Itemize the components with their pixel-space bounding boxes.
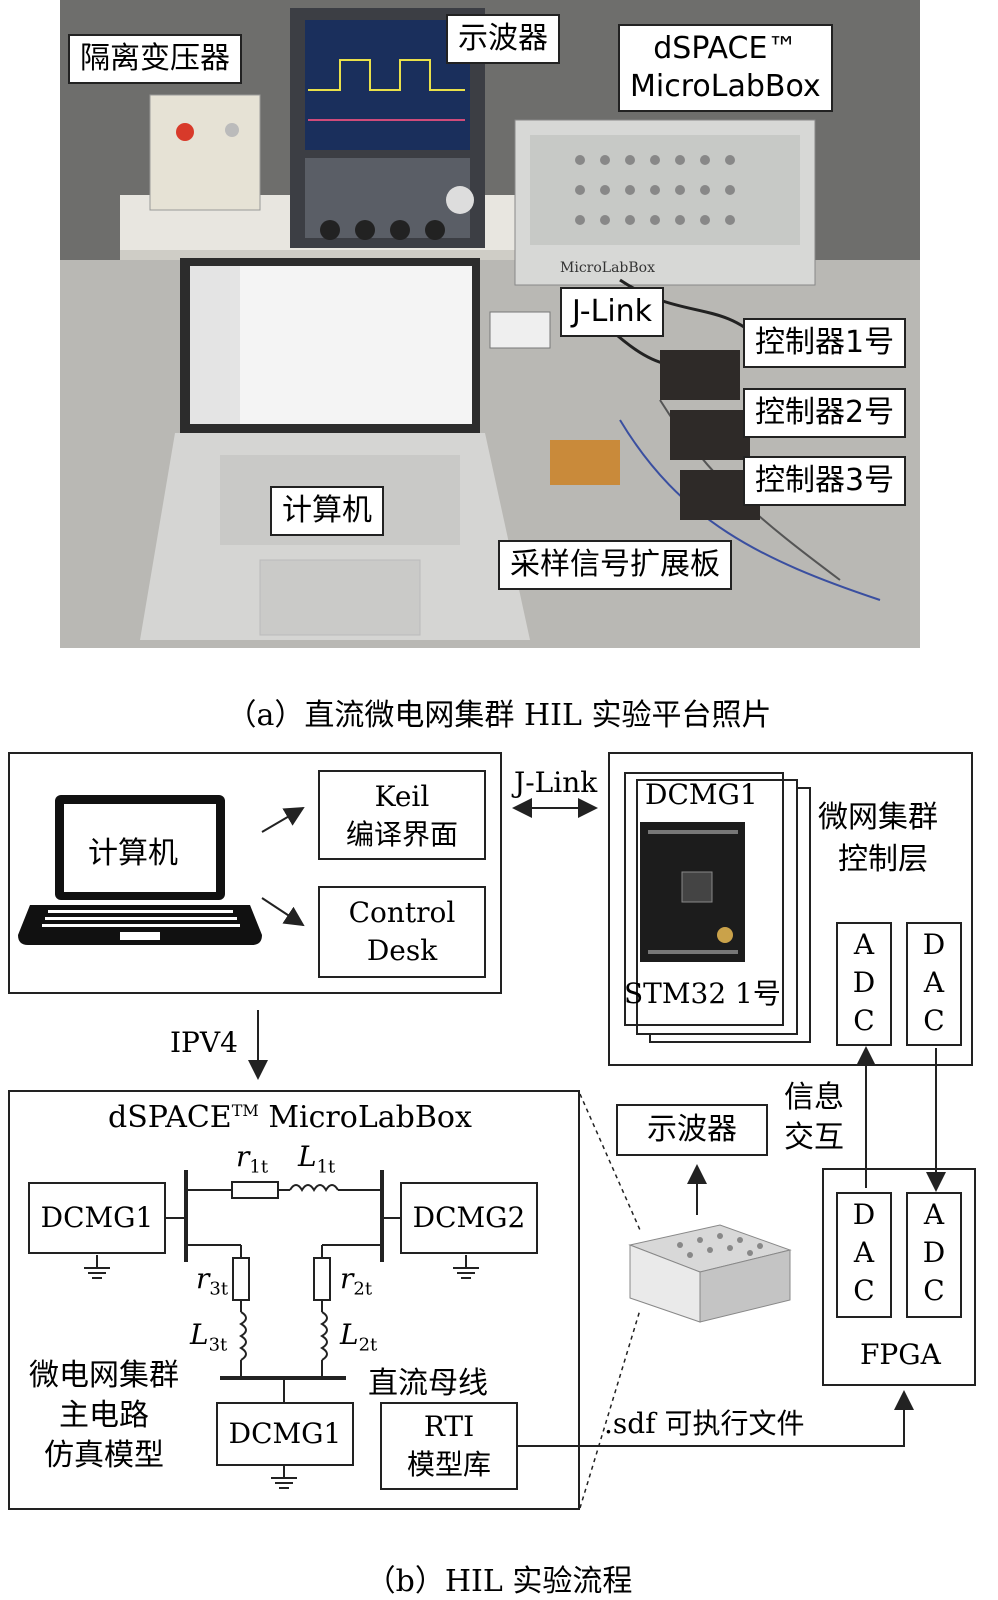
label-jlink: J-Link	[560, 287, 665, 337]
adc-bottom-a: A	[923, 1198, 945, 1231]
r2t-label: r2t	[340, 1262, 372, 1300]
l1t-sub: 1t	[316, 1156, 336, 1178]
r3t-symbol: r	[196, 1262, 210, 1295]
dspace-title-tm: TM	[231, 1101, 259, 1120]
oscilloscope-box: 示波器	[616, 1104, 768, 1156]
sampling-board-device	[550, 440, 620, 485]
sdf-label: .sdf 可执行文件	[604, 1407, 805, 1440]
microlabbox-icon	[628, 1224, 792, 1323]
dcmg1-bottom-box: DCMG1	[216, 1402, 354, 1466]
keil-line2: 编译界面	[345, 818, 458, 851]
control-desk-box: Control Desk	[318, 886, 486, 978]
r1t-sub: 1t	[249, 1156, 269, 1178]
r1t-symbol: r	[236, 1140, 250, 1173]
dspace-panel	[8, 1090, 580, 1510]
l1t-symbol: L	[298, 1140, 317, 1173]
dspace-title: dSPACETM MicroLabBox	[108, 1100, 472, 1135]
control-line1: Control	[348, 896, 456, 929]
dcmg1-left-box: DCMG1	[28, 1182, 166, 1254]
adc-bottom-c: C	[923, 1274, 945, 1307]
l1t-label: L1t	[298, 1140, 335, 1178]
r1t-label: r1t	[236, 1140, 268, 1178]
stm32-label: STM32 1号	[624, 977, 781, 1010]
l2t-label: L2t	[340, 1318, 377, 1356]
adc-top-c: C	[853, 1004, 875, 1037]
adc-bottom-d: D	[922, 1236, 946, 1269]
dc-bus-label: 直流母线	[368, 1366, 488, 1401]
controller-board-1	[660, 350, 740, 400]
label-sampling-board: 采样信号扩展板	[498, 540, 732, 590]
dac-top-c: C	[923, 1004, 945, 1037]
dac-top-a: A	[923, 966, 945, 999]
stm32-front-card	[624, 772, 784, 1026]
dcmg2-box: DCMG2	[400, 1182, 538, 1254]
main-circuit-line1: 微电网集群	[29, 1358, 179, 1393]
dcmg1-top-label: DCMG1	[645, 778, 758, 811]
main-circuit-line3: 仿真模型	[44, 1438, 164, 1473]
adc-bottom-box: A D C	[906, 1192, 962, 1318]
fpga-label: FPGA	[860, 1338, 941, 1371]
label-dspace: dSPACE™ MicroLabBox	[618, 24, 833, 112]
l3t-label: L3t	[190, 1318, 227, 1356]
dac-bottom-d: D	[852, 1198, 876, 1231]
transformer-device	[149, 94, 261, 211]
label-controller-3: 控制器3号	[743, 456, 907, 506]
jlink-label: J-Link	[514, 766, 598, 799]
r3t-label: r3t	[196, 1262, 228, 1300]
rti-box: RTI 模型库	[380, 1402, 518, 1490]
label-isolation-transformer: 隔离变压器	[68, 34, 242, 84]
cluster-label-1: 微网集群	[818, 800, 938, 835]
dspace-title-rest: MicroLabBox	[258, 1100, 472, 1135]
info-line2: 交互	[784, 1120, 844, 1155]
dac-top-d: D	[922, 928, 946, 961]
dac-bottom-a: A	[853, 1236, 875, 1269]
l3t-symbol: L	[190, 1318, 209, 1351]
rti-line1: RTI	[423, 1410, 475, 1443]
adc-top-box: A D C	[836, 922, 892, 1046]
computer-label: 计算机	[88, 836, 178, 871]
r2t-sub: 2t	[353, 1278, 373, 1300]
rti-line2: 模型库	[406, 1448, 491, 1481]
cluster-label-2: 控制层	[838, 842, 928, 877]
r3t-sub: 3t	[209, 1278, 229, 1300]
laptop-icon	[18, 795, 262, 945]
adc-top-a: A	[853, 928, 875, 961]
control-line2: Desk	[366, 934, 438, 967]
fpga-panel	[822, 1168, 976, 1386]
controller-board-2	[670, 410, 750, 460]
l3t-sub: 3t	[208, 1334, 228, 1356]
circuit-wiring	[84, 1170, 479, 1489]
label-computer: 计算机	[270, 486, 384, 536]
main-circuit-line2: 主电路	[59, 1398, 149, 1433]
r2t-symbol: r	[340, 1262, 354, 1295]
dac-top-box: D A C	[906, 922, 962, 1046]
stm32-board-icon	[640, 822, 745, 962]
keil-line1: Keil	[374, 780, 430, 813]
cluster-control-panel	[608, 752, 973, 1066]
l2t-symbol: L	[340, 1318, 359, 1351]
adc-top-d: D	[852, 966, 876, 999]
label-oscilloscope: 示波器	[446, 14, 560, 64]
keil-box: Keil 编译界面	[318, 770, 486, 860]
info-line1: 信息	[784, 1080, 844, 1115]
dac-bottom-c: C	[853, 1274, 875, 1307]
l2t-sub: 2t	[358, 1334, 378, 1356]
microlabbox-panel-text: MicroLabBox	[560, 260, 655, 276]
dac-bottom-box: D A C	[836, 1192, 892, 1318]
ipv4-label: IPV4	[170, 1026, 238, 1059]
label-controller-2: 控制器2号	[743, 388, 907, 438]
caption-b: （b）HIL 实验流程	[365, 1564, 633, 1599]
label-controller-1: 控制器1号	[743, 318, 907, 368]
dspace-title-main: dSPACE	[108, 1100, 232, 1135]
computer-panel	[8, 752, 502, 994]
jlink-device	[489, 311, 551, 349]
caption-a: （a）直流微电网集群 HIL 实验平台照片	[226, 698, 772, 733]
